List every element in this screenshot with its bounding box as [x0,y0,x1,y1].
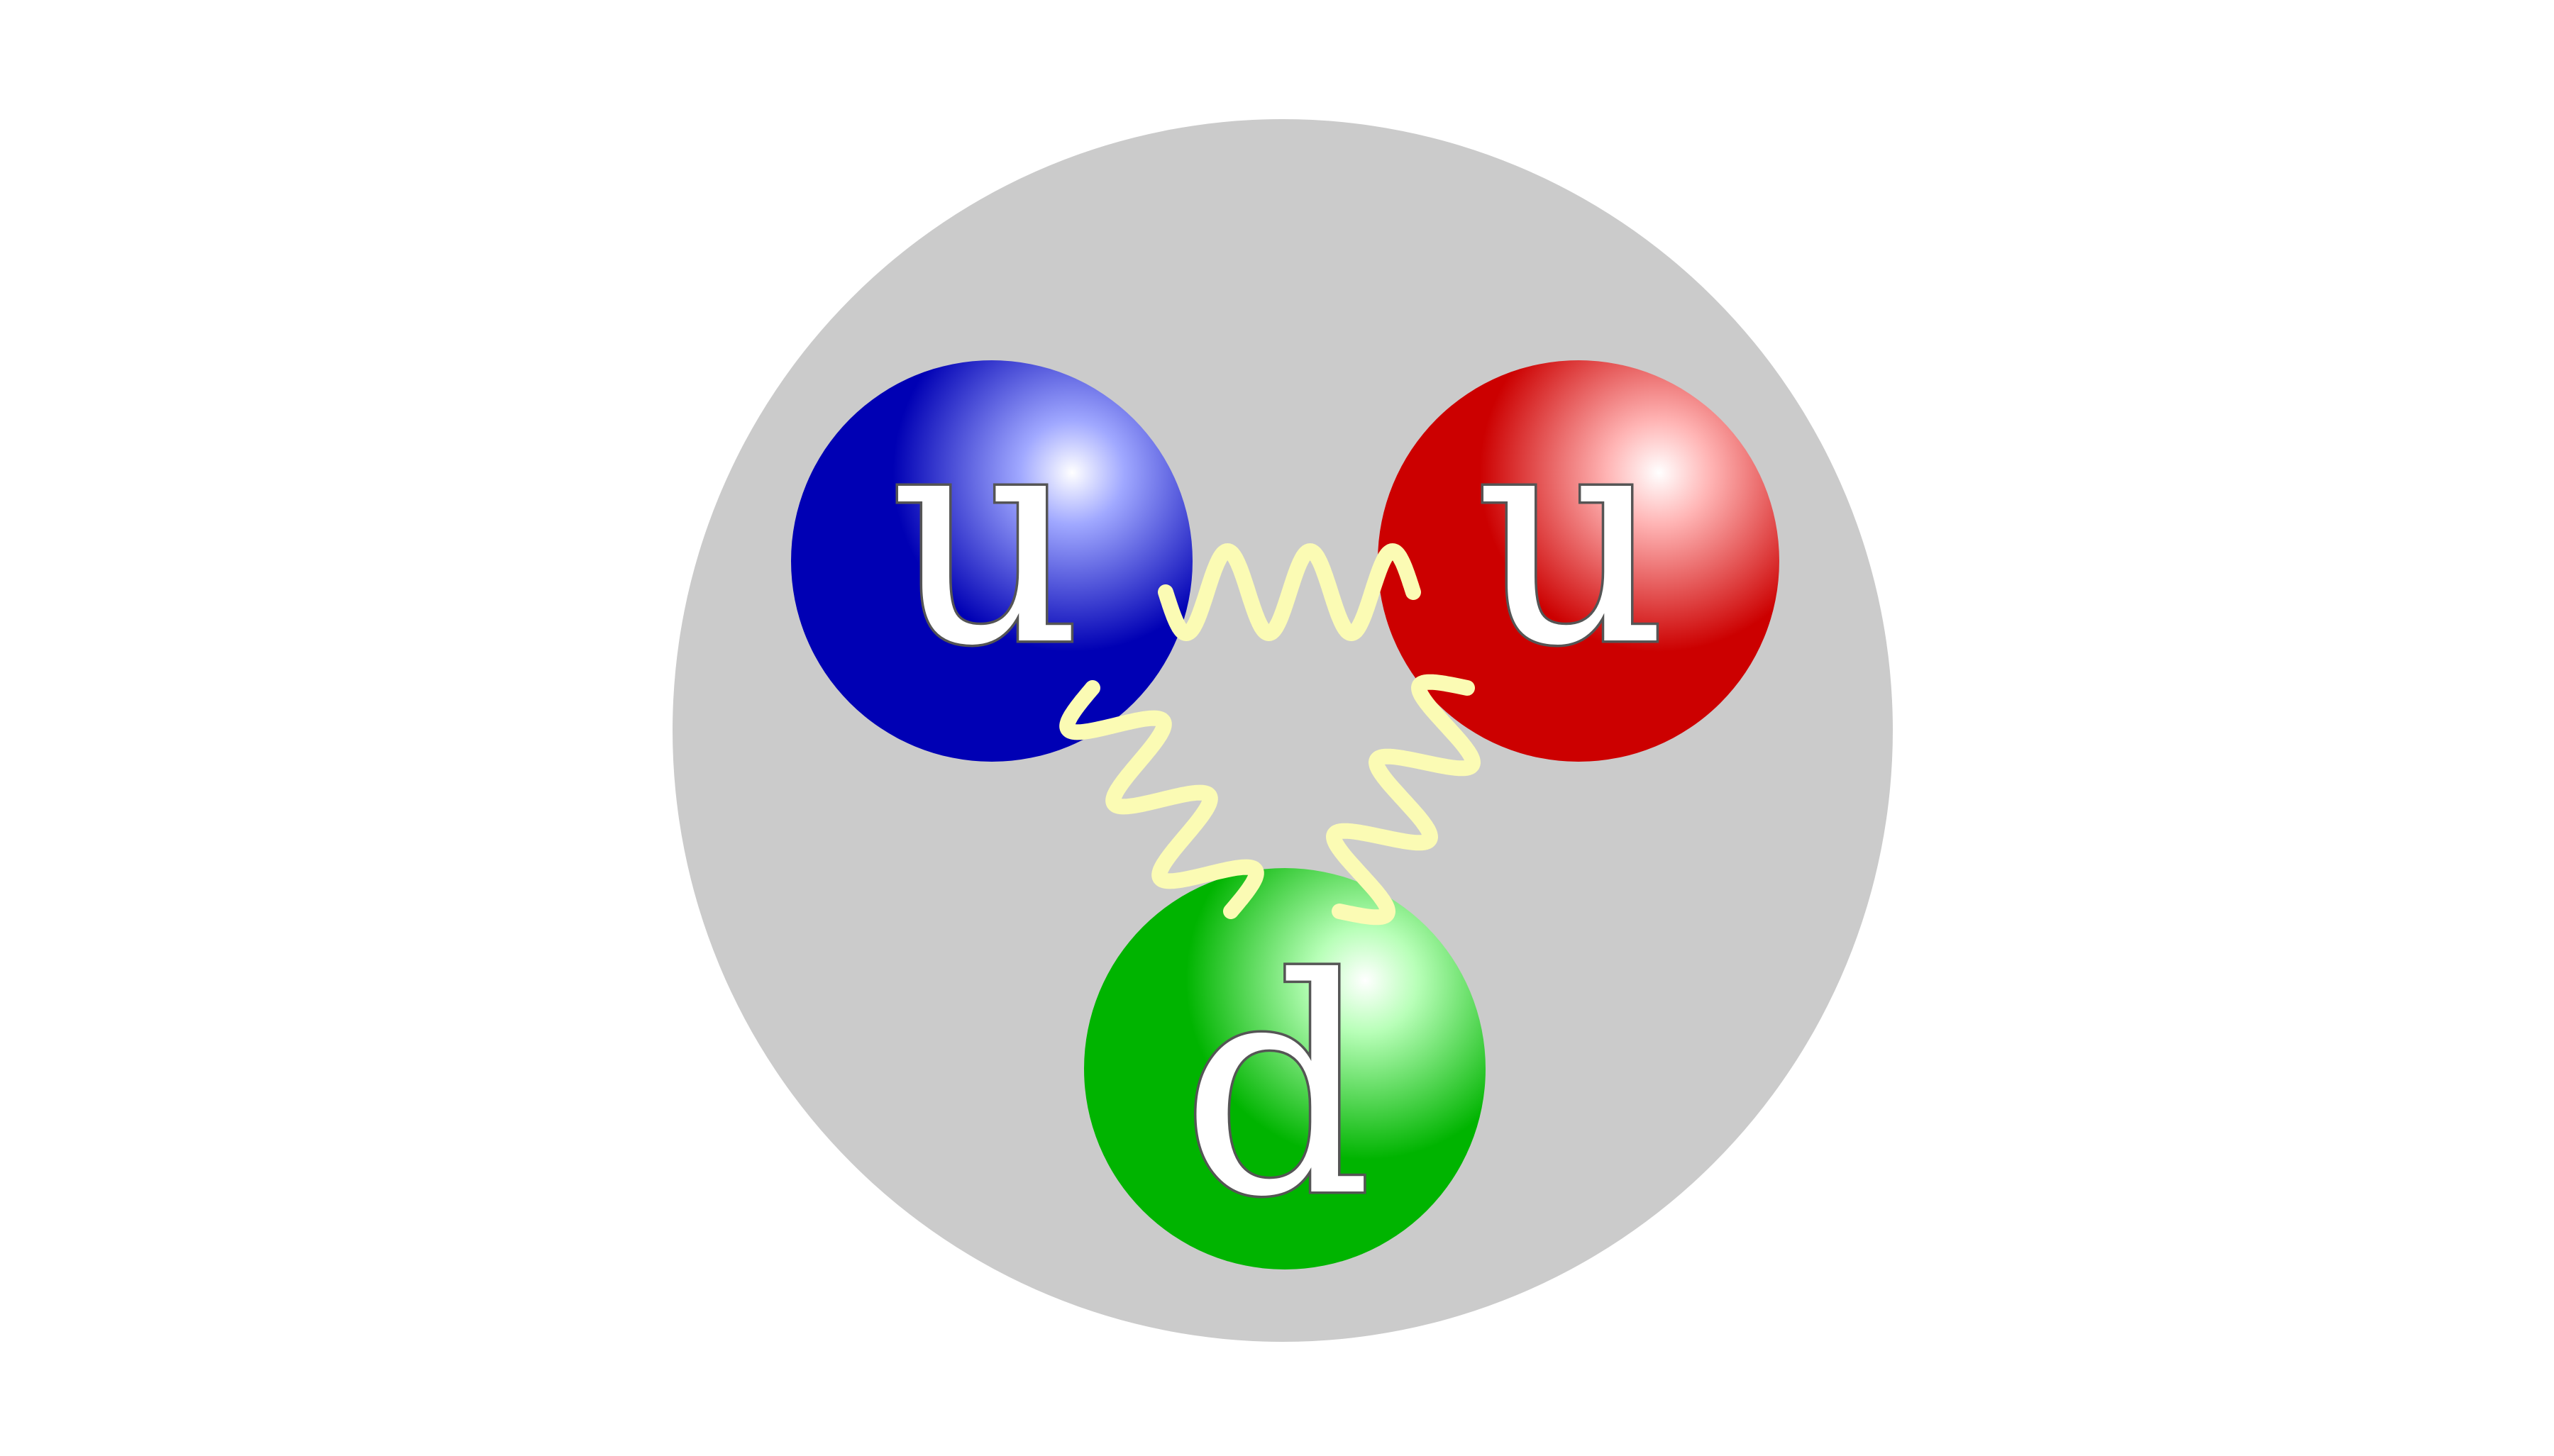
up-quark-blue: u [791,360,1193,762]
up-quark-blue-label: u [890,365,1083,711]
down-quark-green-label: d [1182,916,1373,1262]
down-quark-green-sphere [1084,868,1486,1269]
up-quark-red-label: u [1476,365,1668,711]
down-quark-green: d [1084,868,1486,1269]
up-quark-red: u [1378,360,1779,762]
gluon-blue-red [1158,543,1421,641]
gluon-red-green [1326,674,1481,926]
up-quark-blue-sphere [791,360,1193,762]
gluon-blue-green [1059,680,1264,919]
up-quark-red-sphere [1378,360,1779,762]
